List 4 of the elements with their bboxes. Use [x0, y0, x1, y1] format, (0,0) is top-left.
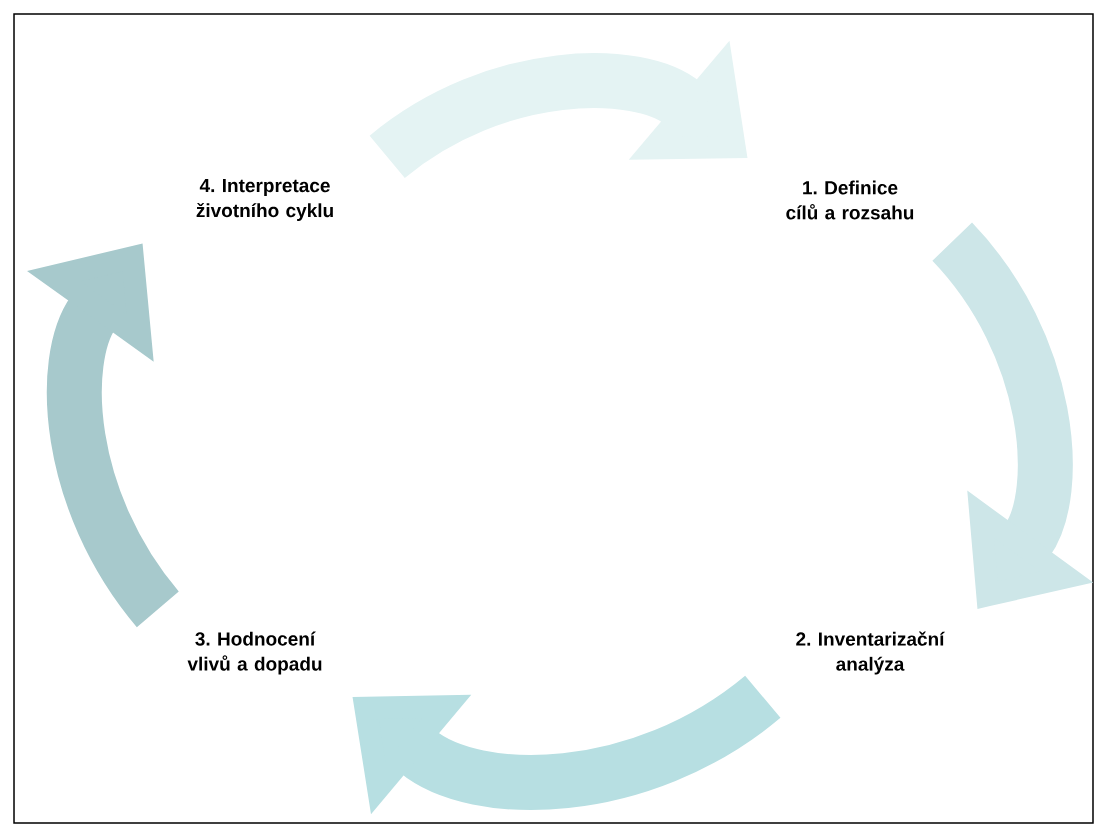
step-label: 2. Inventarizační analýza — [796, 631, 945, 675]
step-label: 4. Interpretace životního cyklu — [196, 179, 333, 221]
step-label: 1. Definice cílů a rozsahu — [786, 180, 914, 220]
step-label: 3. Hodnocení vlivů a dopadu — [187, 631, 322, 675]
